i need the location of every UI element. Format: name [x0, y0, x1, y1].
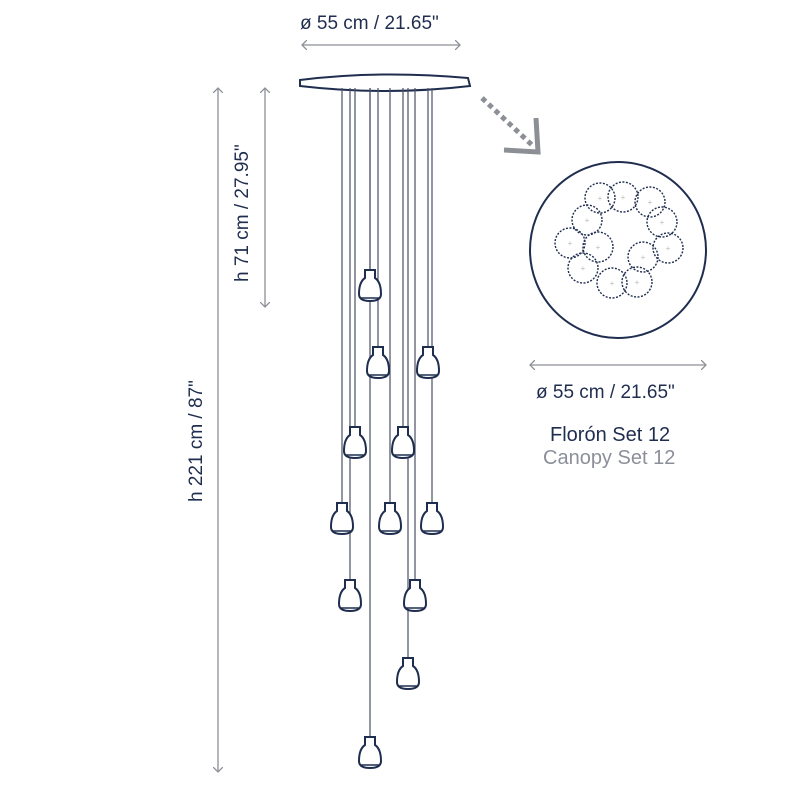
- mount-ring: [582, 231, 614, 263]
- mount-ring: [627, 241, 659, 273]
- total-height-label: h 221 cm / 87": [186, 380, 207, 502]
- mount-point-icon: +: [568, 239, 573, 248]
- detail-arrow-icon: [480, 96, 541, 155]
- canopy-top-view: [529, 161, 707, 339]
- drop-height-label: h 71 cm / 27.95": [232, 144, 253, 282]
- pendant-lamp: [342, 426, 368, 460]
- mount-ring: [554, 227, 586, 259]
- canopy-title: Florón Set 12: [550, 424, 671, 446]
- pendant-lamp: [337, 579, 363, 613]
- canopy-plate: [299, 73, 472, 92]
- pendant-lamp: [402, 579, 428, 613]
- mount-point-icon: +: [596, 243, 601, 252]
- mount-ring: [567, 252, 599, 284]
- mount-point-icon: +: [635, 278, 640, 287]
- mount-point-icon: +: [660, 218, 665, 227]
- mount-ring: [596, 267, 628, 299]
- mount-point-icon: +: [585, 216, 590, 225]
- mount-ring: [621, 266, 653, 298]
- pendant-lamp: [357, 269, 383, 303]
- canopy-width-label: ø 55 cm / 21.65": [536, 382, 675, 403]
- canopy-mount-rings: + + + + + + + + + + + +: [554, 181, 684, 299]
- mount-point-icon: +: [641, 253, 646, 262]
- mount-point-icon: +: [598, 194, 603, 203]
- mount-point-icon: +: [648, 198, 653, 207]
- pendant-lamp: [390, 426, 416, 460]
- mount-point-icon: +: [621, 193, 626, 202]
- mount-ring: [652, 232, 684, 264]
- pendant-lamps: [329, 269, 445, 770]
- mount-point-icon: +: [610, 279, 615, 288]
- pendant-lamp: [357, 736, 383, 770]
- top-width-label: ø 55 cm / 21.65": [300, 13, 439, 34]
- mount-ring: [584, 182, 616, 214]
- pendant-lamp: [377, 502, 403, 536]
- pendant-lamp: [365, 346, 391, 380]
- mount-ring: [646, 206, 678, 238]
- mount-ring: [607, 181, 639, 213]
- pendant-lamp: [329, 502, 355, 536]
- pendant-lamp: [415, 346, 441, 380]
- mount-ring: [634, 186, 666, 218]
- mount-ring: [571, 204, 603, 236]
- mount-point-icon: +: [666, 244, 671, 253]
- pendant-lamp: [395, 657, 421, 691]
- pendant-lamp: [419, 502, 445, 536]
- mount-point-icon: +: [581, 264, 586, 273]
- canopy-subtitle: Canopy Set 12: [543, 447, 676, 469]
- wires: [341, 88, 433, 737]
